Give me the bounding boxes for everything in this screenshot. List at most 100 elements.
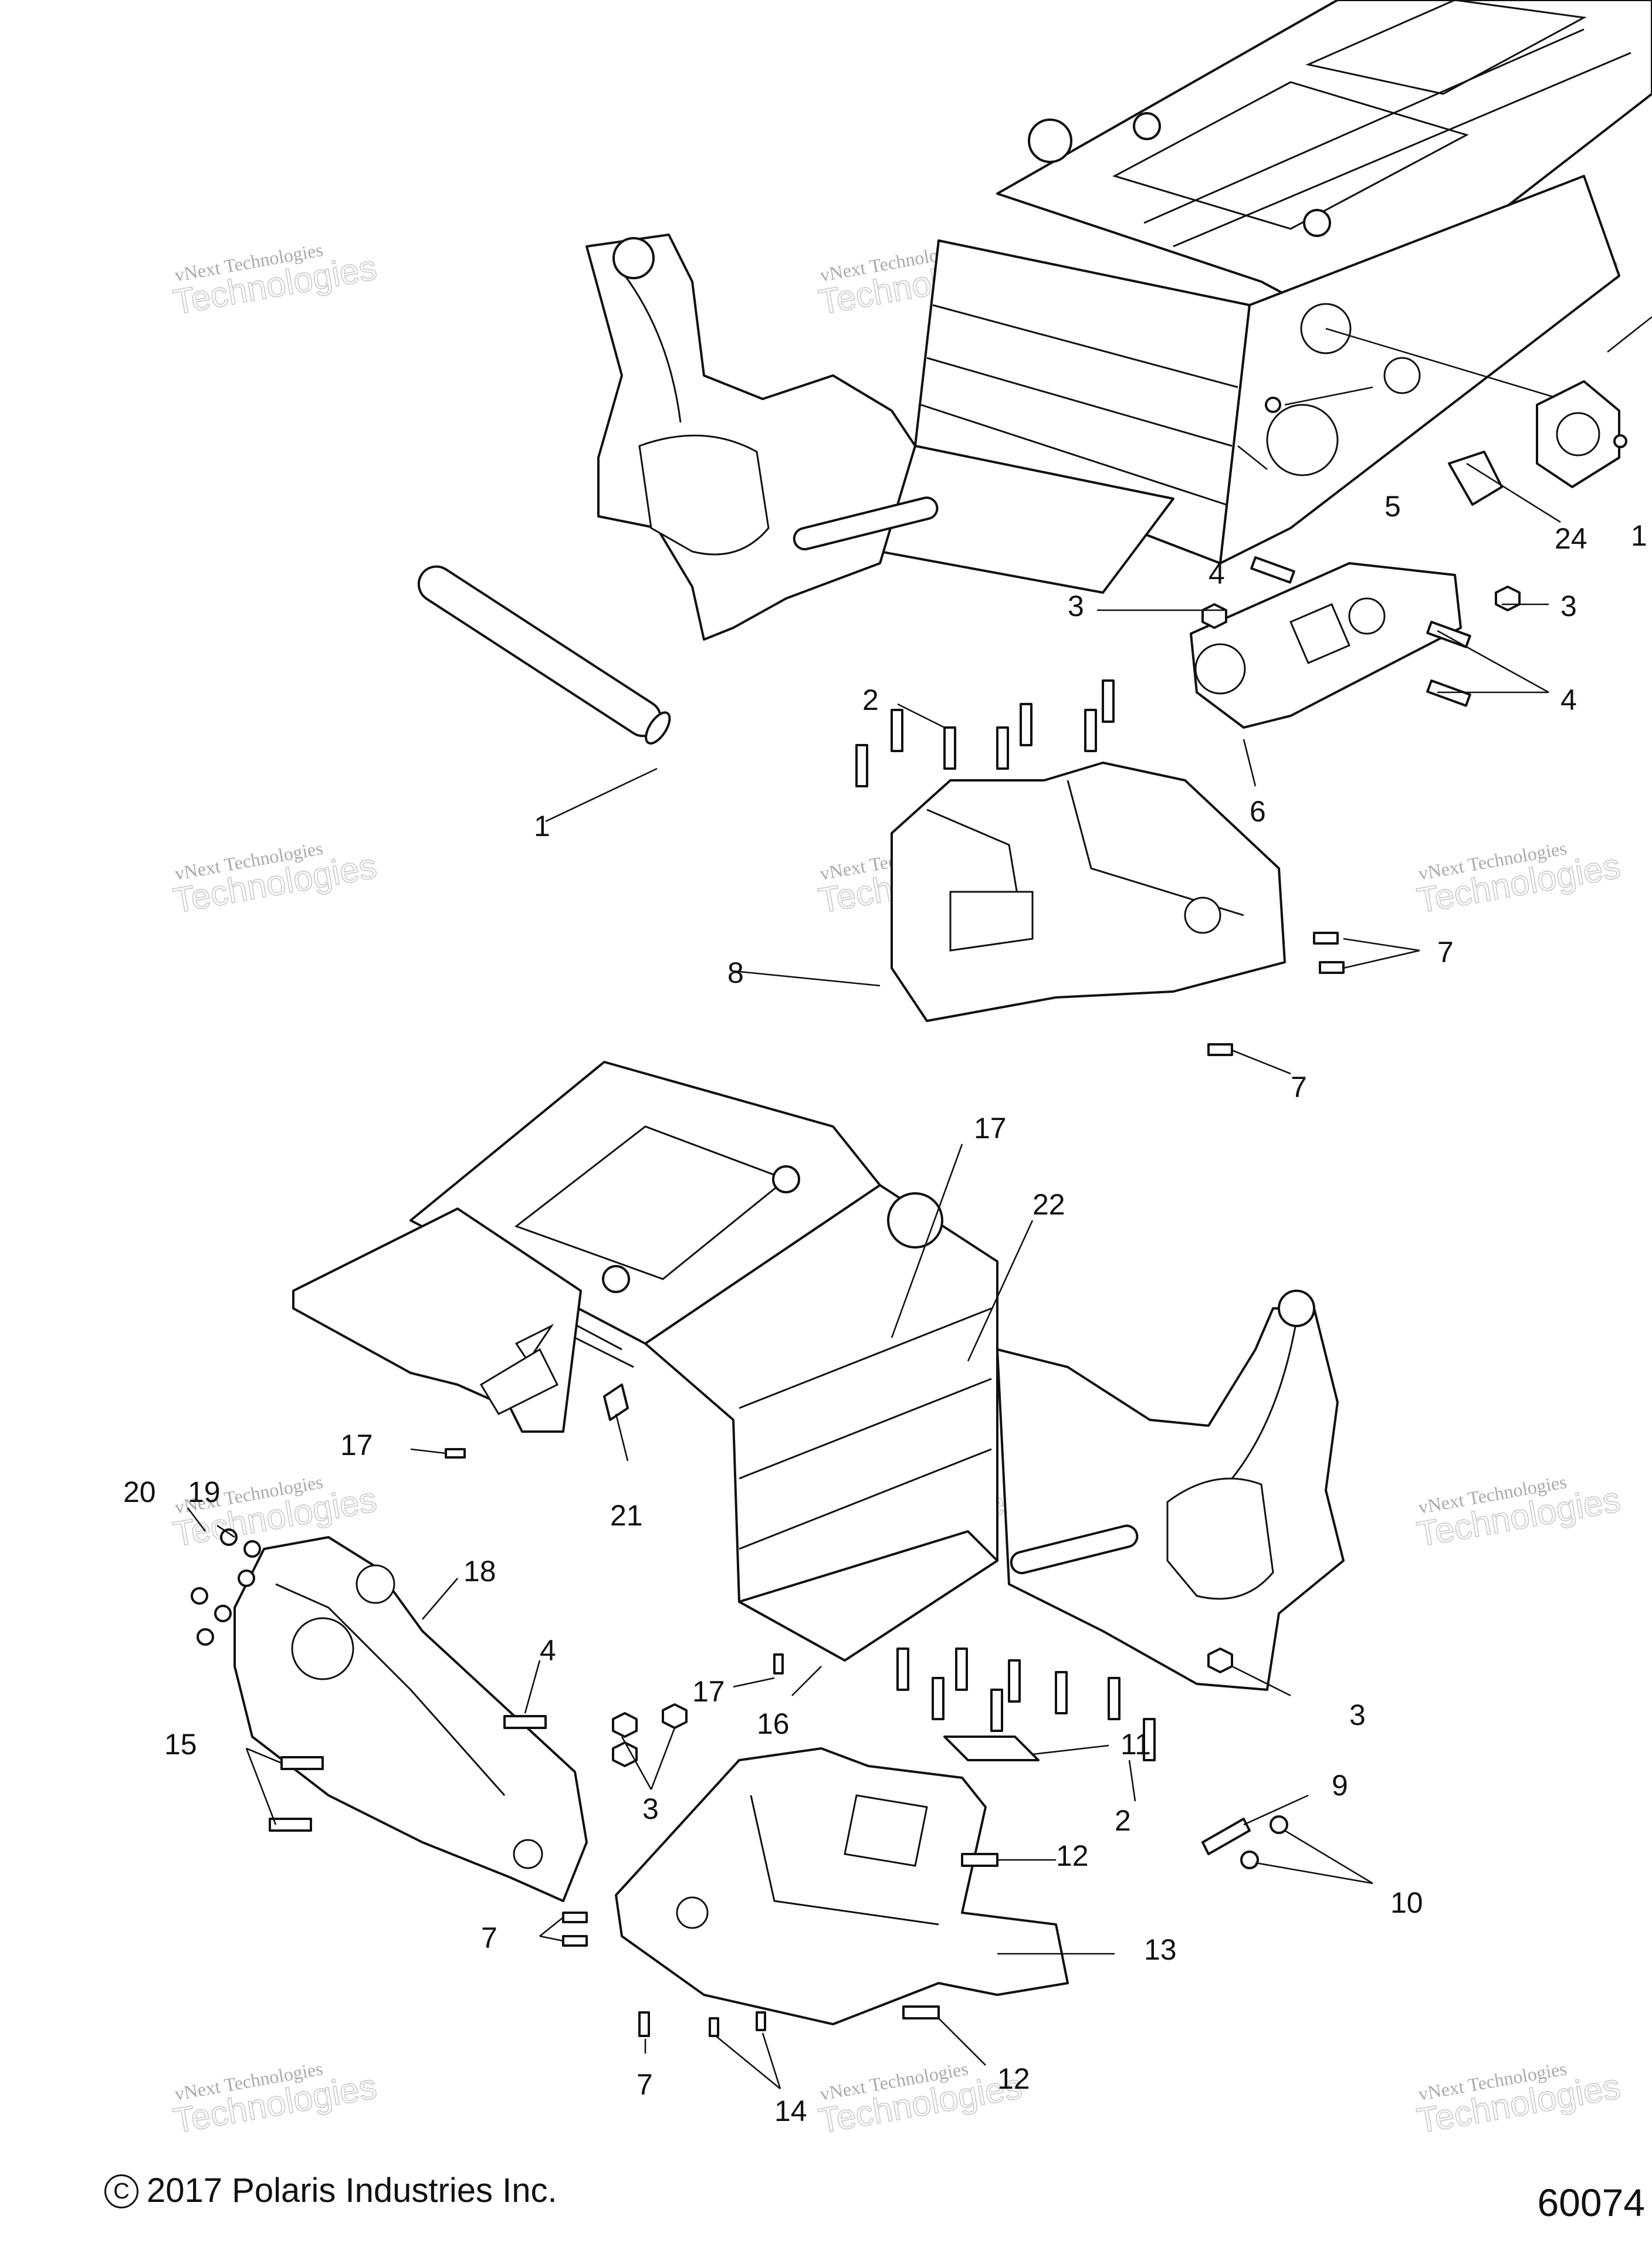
watermark: vNext Technologies Technologies [170,2058,380,2141]
bolt [855,744,868,787]
callout-3: 3 [642,1792,659,1825]
bracket-bore [1194,643,1246,695]
leader-line [1325,327,1561,400]
callout-22: 22 [1032,1188,1065,1221]
housing-bore [513,1839,543,1869]
bolt [503,1715,547,1729]
bolt [902,2005,940,2019]
bulkhead-rib [739,1448,992,1550]
bulkhead-rib [739,1307,992,1409]
bolt [932,1677,945,1720]
washer [220,1528,238,1546]
bracket-bore [1348,597,1386,635]
bolt [961,1853,998,1867]
bulkhead-rib [739,1378,992,1480]
screw [638,2011,650,2037]
bolt [1108,1677,1120,1720]
callout-4: 4 [1208,557,1225,590]
callout-17: 17 [692,1675,725,1708]
callout-8: 8 [727,956,744,989]
nut [662,1703,688,1729]
upper-tunnel-rail [1173,52,1631,248]
bearing-flange-bore [1556,412,1600,456]
housing-bore [291,1617,354,1680]
screw [1319,961,1345,974]
side-plate-slot [479,1348,559,1415]
bolt [1426,679,1471,707]
screw [562,1935,588,1947]
callout-7: 7 [481,1922,497,1954]
upper-tunnel-rail [1143,28,1585,224]
callout-4: 4 [540,1634,556,1667]
cross-tube [417,565,671,745]
bolt [1426,621,1471,648]
nut [214,1605,232,1622]
screw [1207,1043,1233,1056]
upper-crossbar [793,496,939,551]
watermark: vNext Technologies Technologies [1414,837,1624,921]
side-plate-triangle-mark [514,1324,554,1363]
callout-18: 18 [463,1555,496,1588]
callout-13: 13 [1144,1933,1177,1966]
screw [1265,397,1281,413]
callout-2: 2 [1115,1804,1131,1837]
bolt [990,1689,1003,1732]
lower-crossmember-screws [562,1853,998,2037]
screw [709,2017,719,2037]
frame-bushing [1028,119,1072,163]
bolt [996,726,1009,770]
bolt [1084,709,1097,752]
lower-chassis-assembly [292,1061,1345,1691]
bumper-block [1448,451,1503,506]
clip [603,1383,629,1421]
bolt [1102,679,1115,723]
watermark: vNext Technologies Technologies [170,837,380,921]
callout-17: 17 [340,1429,373,1462]
watermark: vNext Technologies Technologies [1414,2058,1624,2141]
reinforcement-plate [943,1736,1040,1761]
bolt [1055,1671,1068,1714]
screw [562,1912,588,1923]
watermark: vNext Technologies Technologies [815,2058,1025,2141]
callout-14: 14 [774,2095,807,2127]
nut [612,1741,638,1767]
screw [1240,1851,1259,1869]
screw [756,2011,766,2031]
bolt [891,709,903,752]
lower-crossbar [1010,1524,1139,1575]
bolt [896,1648,909,1691]
callout-labels: 1 24 5 4 3 3 4 2 6 1 7 8 7 17 22 17 19 2… [123,490,1647,2127]
frame-bushing [1278,1290,1315,1327]
callout-3: 3 [1349,1699,1366,1731]
callout-20: 20 [123,1476,156,1508]
leader-line [1607,316,1652,353]
watermark: vNext Technologies Technologies [1414,1471,1624,1554]
lower-frame-strut [1231,1320,1298,1479]
upper-tunnel-panel-b [1305,0,1587,95]
washer [238,1569,255,1587]
flange-screw [1613,434,1627,448]
lower-floor-plate [738,1530,998,1662]
upper-frame-window [638,434,770,556]
side-plate-hole [1383,357,1421,394]
watermark: vNext Technologies Technologies [170,239,380,322]
frame-bushing [612,237,655,279]
bolt [955,1648,968,1691]
post-cap [772,1165,800,1193]
callout-7: 7 [637,2068,653,2101]
screw [773,1653,784,1674]
upper-bolt-set [855,679,1115,787]
lower-left-hardware [269,1448,784,1832]
nut [191,1587,208,1605]
bolt [1008,1659,1021,1703]
callout-7: 7 [1437,936,1454,969]
side-plate-hole [1266,404,1339,476]
housing-fastener-set [191,1528,261,1646]
callout-6: 6 [1250,795,1266,828]
post-cap [1133,112,1161,140]
upper-tunnel-panel-a [1112,81,1469,230]
callout-7: 7 [1291,1071,1307,1104]
callout-19: 19 [188,1476,221,1508]
